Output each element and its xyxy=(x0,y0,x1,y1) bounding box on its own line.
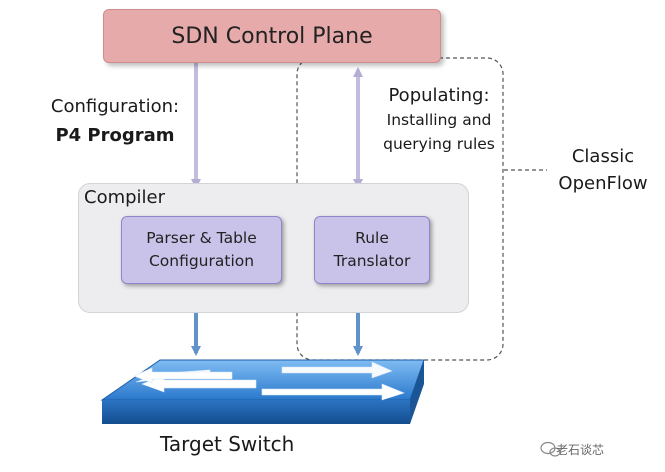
wechat-icon xyxy=(540,441,561,457)
target-switch-label: Target Switch xyxy=(160,432,295,456)
classic-openflow-line1: Classic xyxy=(571,146,635,167)
populating-line1: Installing and xyxy=(386,111,492,129)
configuration-line1: Configuration: xyxy=(50,96,180,117)
watermark-text: 老石谈芯 xyxy=(556,443,605,457)
parser-box-line1: Parser & Table xyxy=(146,229,257,247)
watermark: 老石谈芯 xyxy=(556,441,604,458)
sdn-control-plane-box: SDN Control Plane xyxy=(103,9,441,63)
populating-label: Populating: Installing and querying rule… xyxy=(370,84,508,156)
rule-translator-box: Rule Translator xyxy=(314,216,430,284)
target-switch-icon xyxy=(100,359,425,424)
populating-title: Populating: xyxy=(388,85,490,106)
parser-box-line2: Configuration xyxy=(148,252,255,270)
populating-line2: querying rules xyxy=(383,135,495,153)
p4-program-label: P4 Program xyxy=(55,125,175,146)
rule-box-line2: Translator xyxy=(333,252,411,270)
sdn-control-plane-label: SDN Control Plane xyxy=(171,23,373,49)
compiler-title: Compiler xyxy=(84,187,166,208)
configuration-label: Configuration: P4 Program xyxy=(30,92,200,150)
rule-box-line1: Rule xyxy=(355,229,389,247)
classic-openflow-label: Classic OpenFlow xyxy=(548,143,658,197)
classic-openflow-line2: OpenFlow xyxy=(558,173,648,194)
parser-table-configuration-box: Parser & Table Configuration xyxy=(121,216,282,284)
